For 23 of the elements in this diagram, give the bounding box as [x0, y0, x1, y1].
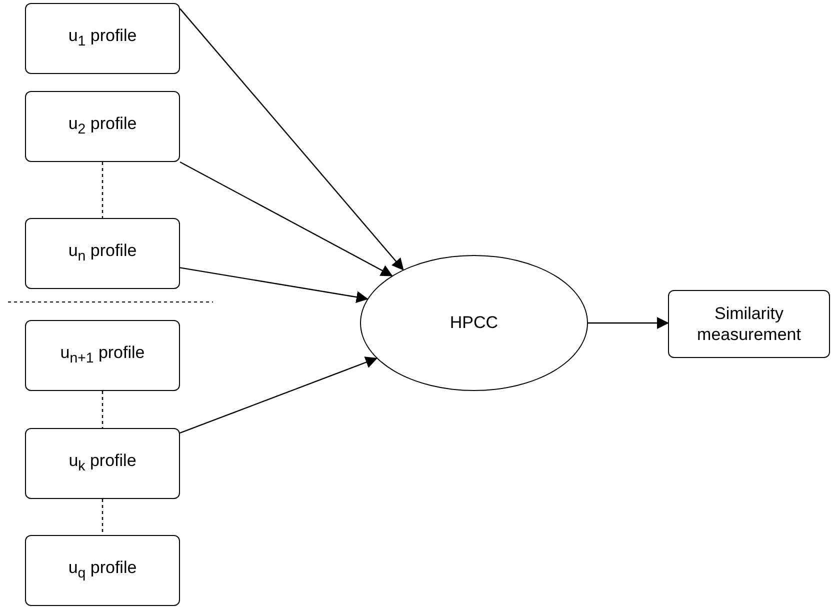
node-label: u$_{1}$ profile: [68, 25, 137, 52]
dotted-line: [102, 162, 104, 218]
dotted-line: [102, 391, 104, 428]
arrow: [180, 356, 378, 434]
arrow: [180, 267, 368, 303]
node-label: Similarity measurement: [696, 302, 802, 346]
node-label: u$_{k}$ profile: [68, 450, 136, 477]
node-label: u$_{n}$ profile: [68, 240, 137, 267]
arrow: [588, 317, 669, 329]
arrow: [180, 161, 393, 276]
dotted-line: [102, 499, 104, 535]
process-box: [25, 428, 180, 499]
process-box: [668, 290, 830, 358]
arrow: [180, 8, 404, 270]
node-label: HPCC: [450, 312, 498, 334]
process-box: [25, 91, 180, 162]
node-label: u$_{q}$ profile: [68, 557, 137, 584]
process-box: [25, 535, 180, 606]
process-box: [25, 320, 180, 391]
process-box: [25, 3, 180, 74]
node-label: u$_{2}$ profile: [68, 113, 137, 140]
process-box: [25, 218, 180, 289]
node-label: u$_{n+1}$ profile: [60, 342, 145, 369]
